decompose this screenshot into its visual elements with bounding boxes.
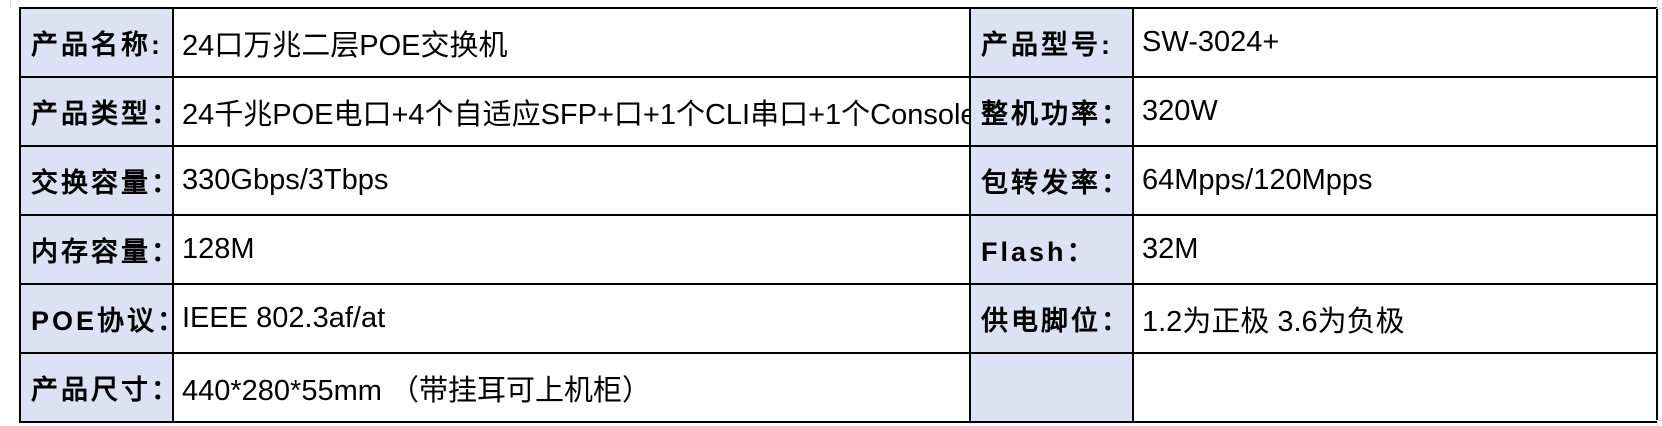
- table-row-product-size: 产品尺寸： 440*280*55mm （带挂耳可上机柜）: [19, 352, 1658, 423]
- gridline-artifact: [1656, 420, 1662, 421]
- cell-forwarding-rate-value: 64Mpps/120Mpps: [1132, 145, 1658, 216]
- cell-memory-value: 128M: [172, 214, 971, 285]
- cell-product-type-label: 产品类型：: [19, 76, 174, 147]
- cell-product-name-label: 产品名称:: [19, 7, 174, 78]
- cell-flash-value: 32M: [1132, 214, 1658, 285]
- cell-product-model-label: 产品型号:: [969, 7, 1134, 78]
- cell-product-size-label: 产品尺寸：: [19, 352, 174, 423]
- table-row-switching-capacity: 交换容量： 330Gbps/3Tbps 包转发率： 64Mpps/120Mpps: [19, 145, 1658, 216]
- cell-poe-protocol-label: POE协议：: [19, 283, 174, 354]
- cell-total-power-label: 整机功率：: [969, 76, 1134, 147]
- cell-product-size-value: 440*280*55mm （带挂耳可上机柜）: [172, 352, 971, 423]
- cell-switching-capacity-label: 交换容量：: [19, 145, 174, 216]
- table-row-memory: 内存容量： 128M Flash： 32M: [19, 214, 1658, 285]
- gridline-artifact: [10, 0, 11, 8]
- product-spec-table: 产品名称: 24口万兆二层POE交换机 产品型号: SW-3024+ 产品类型：…: [19, 7, 1658, 423]
- cell-forwarding-rate-label: 包转发率：: [969, 145, 1134, 216]
- cell-power-pins-value: 1.2为正极 3.6为负极: [1132, 283, 1658, 354]
- cell-flash-label: Flash：: [969, 214, 1134, 285]
- cell-poe-protocol-value: IEEE 802.3af/at: [172, 283, 971, 354]
- cell-product-name-value: 24口万兆二层POE交换机: [172, 7, 971, 78]
- table-row-product-name: 产品名称: 24口万兆二层POE交换机 产品型号: SW-3024+: [19, 7, 1658, 78]
- gridline-artifact: [1657, 421, 1658, 426]
- cell-memory-label: 内存容量：: [19, 214, 174, 285]
- cell-empty-label: [969, 352, 1134, 423]
- cell-total-power-value: 320W: [1132, 76, 1658, 147]
- gridline-artifact: [1657, 0, 1658, 8]
- table-row-poe-protocol: POE协议： IEEE 802.3af/at 供电脚位： 1.2为正极 3.6为…: [19, 283, 1658, 354]
- table-row-product-type: 产品类型： 24千兆POE电口+4个自适应SFP+口+1个CLI串口+1个Con…: [19, 76, 1658, 147]
- cell-product-model-value: SW-3024+: [1132, 7, 1658, 78]
- cell-power-pins-label: 供电脚位：: [969, 283, 1134, 354]
- cell-empty-value: [1132, 352, 1658, 423]
- cell-product-type-value: 24千兆POE电口+4个自适应SFP+口+1个CLI串口+1个Console口: [172, 76, 971, 147]
- cell-switching-capacity-value: 330Gbps/3Tbps: [172, 145, 971, 216]
- gridline-artifact: [1656, 8, 1662, 9]
